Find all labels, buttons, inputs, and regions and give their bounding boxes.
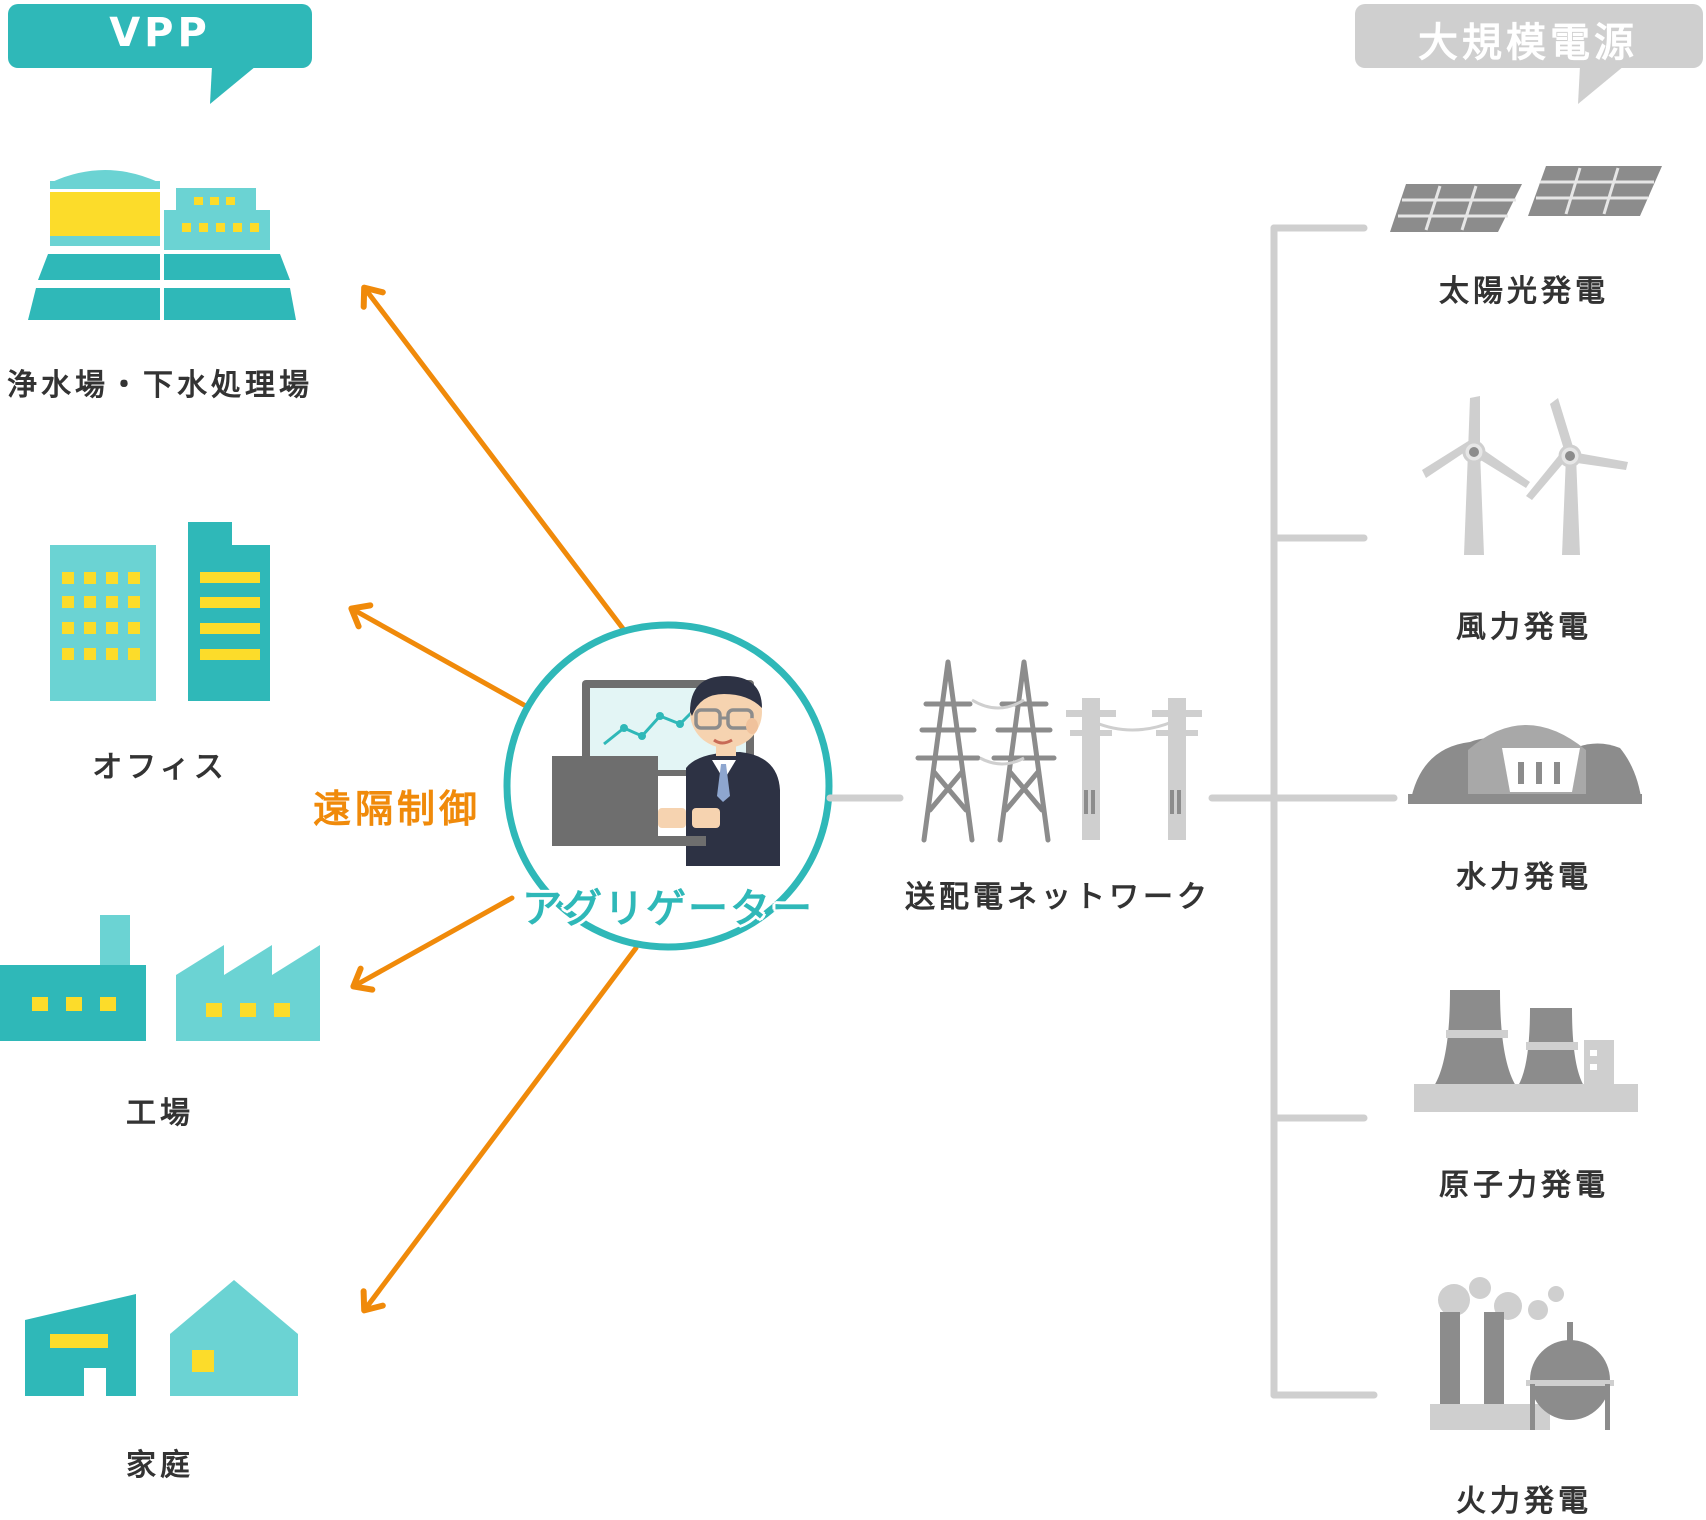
thermal-label: 火力発電: [1456, 1484, 1592, 1519]
vpp-title: VPP: [109, 10, 211, 56]
thermal-icon: [1430, 1277, 1614, 1430]
hydro-icon: [1408, 725, 1642, 804]
office-icon: [50, 522, 270, 701]
power-source-bracket: [1270, 224, 1398, 1399]
solar-icon: [1390, 166, 1662, 232]
house-icon: [25, 1280, 298, 1396]
aggregator-icon: [503, 621, 833, 951]
large-power-bubble: [1355, 4, 1703, 104]
factory-label: 工場: [126, 1096, 194, 1131]
vpp-bubble: [8, 4, 312, 104]
office-label: オフィス: [92, 750, 228, 785]
aggregator-label: アグリゲーター: [522, 886, 814, 932]
network-label: 送配電ネットワーク: [905, 880, 1211, 915]
control-arrows: [348, 284, 639, 1314]
remote-control-label: 遠隔制御: [313, 787, 482, 831]
hydro-label: 水力発電: [1456, 860, 1592, 895]
factory-icon: [0, 915, 320, 1041]
arrow-to-house: [360, 945, 639, 1314]
water-treatment-icon: [28, 170, 296, 320]
arrow-to-water-treatment: [360, 284, 627, 633]
house-label: 家庭: [126, 1448, 194, 1483]
wind-label: 風力発電: [1456, 610, 1592, 645]
transmission-icon: [915, 659, 1202, 843]
arrow-to-office: [348, 602, 527, 708]
large-power-title: 大規模電源: [1418, 20, 1638, 66]
nuclear-icon: [1414, 990, 1638, 1112]
nuclear-label: 原子力発電: [1439, 1168, 1609, 1203]
solar-label: 太陽光発電: [1439, 274, 1609, 309]
wind-icon: [1422, 396, 1628, 555]
arrow-to-factory: [350, 895, 515, 993]
water-treatment-label: 浄水場・下水処理場: [7, 368, 313, 403]
